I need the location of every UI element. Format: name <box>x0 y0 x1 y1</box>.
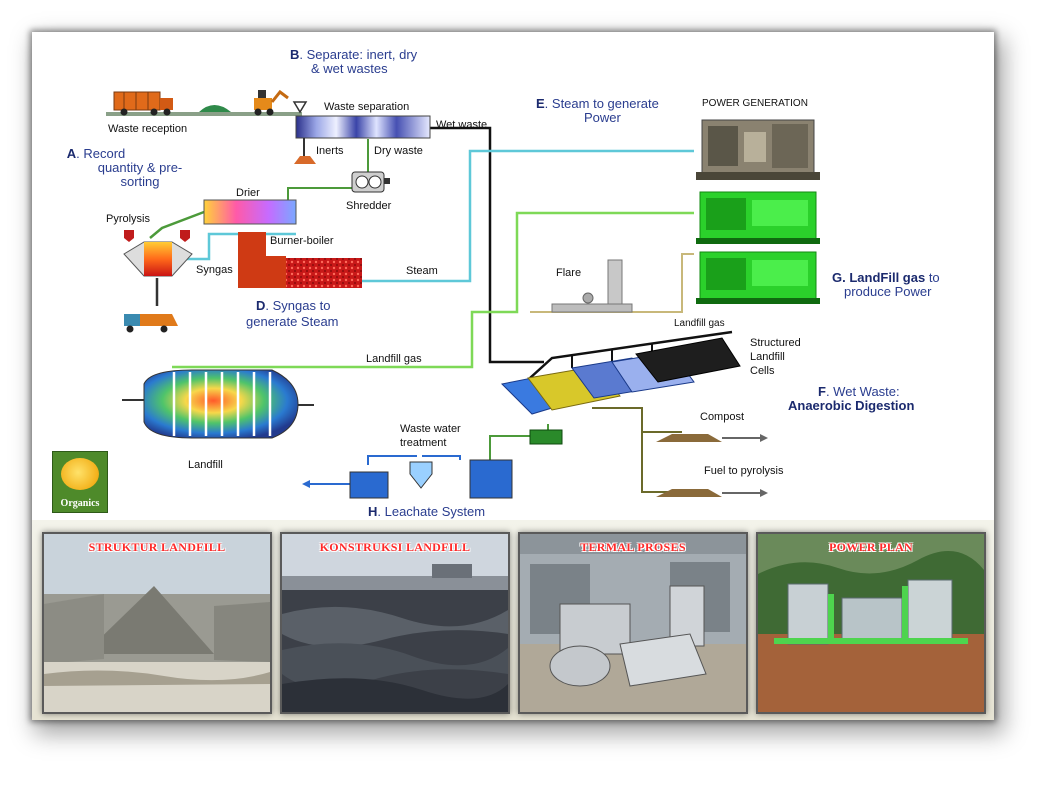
svg-text:B. Separate: inert, dry: B. Separate: inert, dry <box>290 47 418 62</box>
digestion-cells-group: Structured Landfill Cells <box>500 330 801 415</box>
char-truck-icon <box>124 314 178 333</box>
svg-text:A. Record: A. Record <box>67 146 126 161</box>
svg-text:sorting: sorting <box>120 174 159 189</box>
photo-termal-proses: TERMAL PROSES <box>518 532 748 714</box>
stage-h-label: H. Leachate System <box>368 504 485 519</box>
photo-konstruksi-landfill: KONSTRUKSI LANDFILL <box>280 532 510 714</box>
structured-label-2: Landfill <box>750 351 785 363</box>
structured-label-1: Structured <box>750 337 801 349</box>
compost-label: Compost <box>700 411 744 423</box>
loader-icon <box>254 89 289 116</box>
svg-text:Anaerobic Digestion: Anaerobic Digestion <box>788 398 914 413</box>
svg-text:G. LandFill gas to: G. LandFill gas to <box>832 270 940 285</box>
photo-power-plan: POWER PLAN <box>756 532 986 714</box>
landfill-gas-lower-label: Landfill gas <box>366 353 422 365</box>
landfill-label: Landfill <box>188 459 223 471</box>
flare-group: Flare Landfill gas <box>551 259 725 329</box>
leachate-group: Waste water treatment <box>349 423 563 499</box>
photo-struktur-landfill: STRUKTUR LANDFILL <box>42 532 272 714</box>
photo-title: POWER PLAN <box>829 540 913 554</box>
generator-set-icon-2 <box>696 251 820 304</box>
cell-5 <box>635 337 741 383</box>
stage-b-label: B. Separate: inert, dry & wet wastes <box>290 47 418 76</box>
photo-title: STRUKTUR LANDFILL <box>88 540 226 554</box>
shredder-label: Shredder <box>346 200 392 212</box>
stage-d-label: D. Syngas to generate Steam <box>246 298 339 329</box>
waste-reception-group: Waste reception <box>106 89 302 135</box>
treatment-tank-icon <box>469 459 513 499</box>
stage-g-label: G. LandFill gas to produce Power <box>832 270 940 299</box>
power-generation-group: POWER GENERATION <box>696 98 820 304</box>
organics-logo: Organics <box>52 451 108 513</box>
stage-f-label: F. Wet Waste: Anaerobic Digestion <box>788 384 914 413</box>
flare-label: Flare <box>556 267 581 279</box>
drier-drum <box>203 199 297 225</box>
garbage-truck-icon <box>113 91 173 116</box>
burner-icon-right <box>180 230 190 242</box>
boiler-unit <box>286 258 362 288</box>
compost-output: Compost <box>656 411 744 442</box>
svg-text:Power: Power <box>584 110 622 125</box>
photo-title: TERMAL PROSES <box>580 540 686 554</box>
burner-unit <box>238 232 286 288</box>
steam-turbine-icon <box>696 119 820 180</box>
drier-label: Drier <box>236 187 260 199</box>
burner-icon-left <box>124 230 134 242</box>
structured-label-3: Cells <box>750 365 775 377</box>
stage-e-label: E. Steam to generate Power <box>536 96 659 125</box>
photo-strip: STRUKTUR LANDFILL KONSTRUKSI LANDFILL <box>32 520 994 720</box>
svg-text:& wet wastes: & wet wastes <box>311 61 388 76</box>
pyrolysis-reactor-core <box>144 242 172 276</box>
leachate-pump-icon <box>529 429 563 445</box>
pyrolysis-group: Drier Pyrolysis Syngas <box>106 187 297 333</box>
clarifier-icon <box>409 461 433 489</box>
fuel-output: Fuel to pyrolysis <box>656 465 784 497</box>
waste-reception-label: Waste reception <box>108 123 187 135</box>
flare-stack-icon <box>607 259 623 309</box>
syngas-label: Syngas <box>196 264 233 276</box>
svg-text:E. Steam to generate: E. Steam to generate <box>536 96 659 111</box>
fuel-pile-icon <box>656 489 722 497</box>
collection-tank-icon <box>349 471 389 499</box>
svg-text:F. Wet Waste:: F. Wet Waste: <box>818 384 900 399</box>
fuel-to-pyrolysis-label: Fuel to pyrolysis <box>704 465 784 477</box>
separation-drum <box>295 115 431 139</box>
diagram-card: Waste reception A. Record quantity & pre… <box>32 32 994 720</box>
sun-leaf-icon <box>61 458 99 490</box>
hopper-icon <box>292 101 308 114</box>
waste-water-label-1: Waste water <box>400 423 461 435</box>
waste-separation-label: Waste separation <box>324 101 409 113</box>
svg-text:generate Steam: generate Steam <box>246 314 339 329</box>
mound-icon <box>199 105 231 112</box>
landfill-group: Landfill gas Landfill <box>143 353 422 471</box>
wet-waste-label: Wet waste <box>436 119 487 131</box>
inerts-pile-icon <box>294 156 316 164</box>
waste-separation-group: Waste separation Wet waste Inerts Dry wa… <box>292 101 487 212</box>
power-generation-label: POWER GENERATION <box>702 98 808 109</box>
inerts-label: Inerts <box>316 145 344 157</box>
landfill-gas-upper-label: Landfill gas <box>674 318 725 329</box>
burner-boiler-label: Burner-boiler <box>270 235 334 247</box>
stage-a-label: A. Record quantity & pre- sorting <box>67 146 183 189</box>
compost-pile-icon <box>656 434 722 442</box>
burner-boiler-group: Burner-boiler Steam <box>238 232 438 288</box>
dry-waste-label: Dry waste <box>374 145 423 157</box>
waste-to-energy-diagram: Waste reception A. Record quantity & pre… <box>67 47 940 519</box>
shredder-icon <box>351 171 390 193</box>
svg-text:D. Syngas to: D. Syngas to <box>256 298 330 313</box>
svg-text:H. Leachate System: H. Leachate System <box>368 504 485 519</box>
pyrolysis-label: Pyrolysis <box>106 213 151 225</box>
svg-text:produce Power: produce Power <box>844 284 932 299</box>
steam-label: Steam <box>406 265 438 277</box>
photo-title: KONSTRUKSI LANDFILL <box>319 540 471 554</box>
waste-water-label-2: treatment <box>400 437 446 449</box>
svg-text:quantity & pre-: quantity & pre- <box>98 160 183 175</box>
generator-set-icon-1 <box>696 191 820 244</box>
